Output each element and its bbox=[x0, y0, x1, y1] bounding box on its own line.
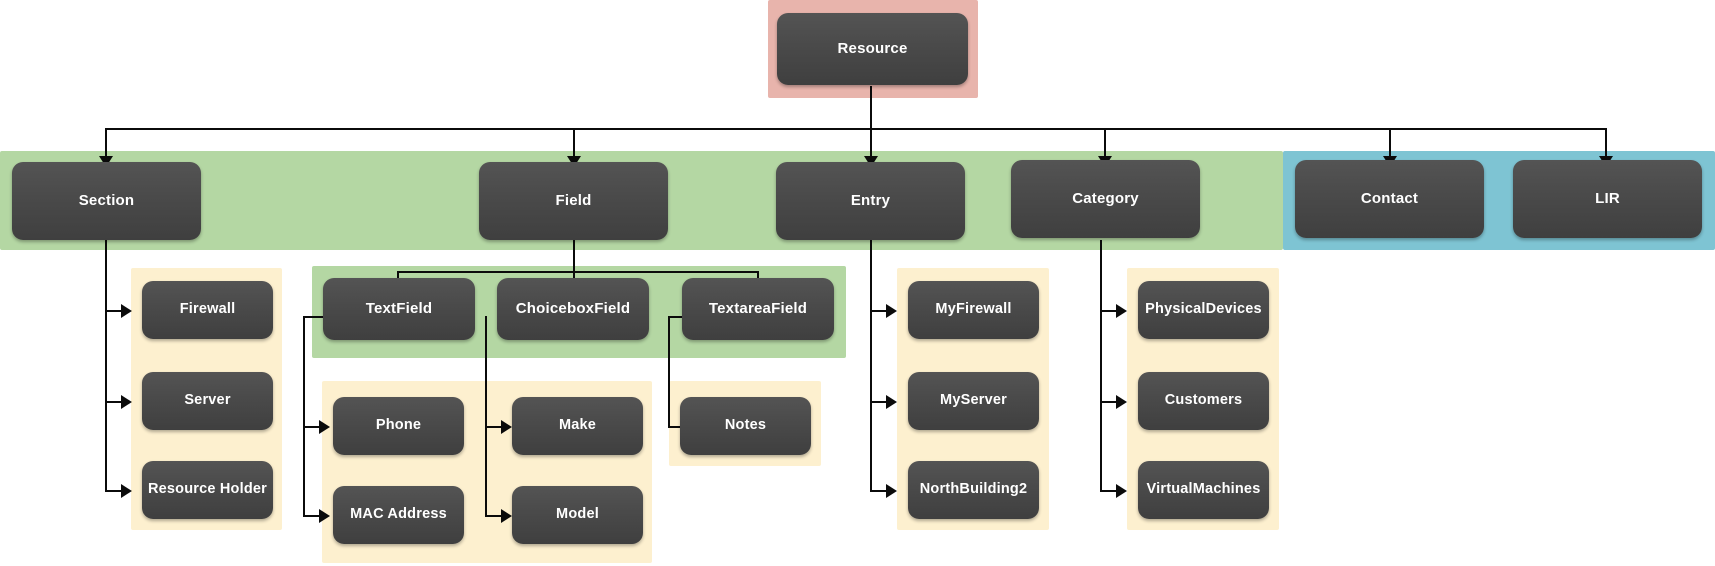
node-mac-address[interactable]: MAC Address bbox=[333, 486, 464, 544]
node-northbuilding2[interactable]: NorthBuilding2 bbox=[908, 461, 1039, 519]
node-category[interactable]: Category bbox=[1011, 160, 1200, 238]
edge-section-to-resource-holder bbox=[105, 490, 123, 492]
node-phone[interactable]: Phone bbox=[333, 397, 464, 455]
edge-textarea-to-notes bbox=[668, 426, 686, 428]
edge-choicebox-spine bbox=[485, 316, 487, 516]
edge-drop-entry bbox=[870, 128, 872, 158]
node-firewall[interactable]: Firewall bbox=[142, 281, 273, 339]
arrow-down-section bbox=[99, 156, 113, 167]
edge-field-trunk bbox=[573, 240, 575, 273]
edge-drop-lir bbox=[1605, 128, 1607, 158]
edge-field-bus bbox=[397, 271, 759, 273]
node-choiceboxfield[interactable]: ChoiceboxField bbox=[497, 278, 649, 340]
edge-drop-contact bbox=[1389, 128, 1391, 158]
node-textfield[interactable]: TextField bbox=[323, 278, 475, 340]
node-textareafield[interactable]: TextareaField bbox=[682, 278, 834, 340]
arrow-right-myserver bbox=[886, 395, 897, 409]
edge-drop-category bbox=[1104, 128, 1106, 158]
node-myfirewall[interactable]: MyFirewall bbox=[908, 281, 1039, 339]
node-myserver[interactable]: MyServer bbox=[908, 372, 1039, 430]
node-physicaldevices[interactable]: PhysicalDevices bbox=[1138, 281, 1269, 339]
edge-entry-to-myfirewall bbox=[870, 310, 888, 312]
edge-category-to-physicaldevices bbox=[1100, 310, 1118, 312]
node-virtualmachines[interactable]: VirtualMachines bbox=[1138, 461, 1269, 519]
node-server[interactable]: Server bbox=[142, 372, 273, 430]
edge-textfield-to-mac bbox=[303, 515, 321, 517]
edge-section-to-firewall bbox=[105, 310, 123, 312]
arrow-down-field bbox=[567, 156, 581, 167]
arrow-right-resource-holder bbox=[121, 484, 132, 498]
edge-resource-trunk bbox=[870, 86, 872, 130]
node-make[interactable]: Make bbox=[512, 397, 643, 455]
arrow-right-server bbox=[121, 395, 132, 409]
edge-category-to-virtualmachines bbox=[1100, 490, 1118, 492]
node-customers[interactable]: Customers bbox=[1138, 372, 1269, 430]
node-section[interactable]: Section bbox=[12, 162, 201, 240]
edge-category-spine bbox=[1100, 240, 1102, 491]
arrow-right-northbuilding2 bbox=[886, 484, 897, 498]
node-resource[interactable]: Resource bbox=[777, 13, 968, 85]
arrow-right-firewall bbox=[121, 304, 132, 318]
edge-section-to-server bbox=[105, 401, 123, 403]
arrow-right-model bbox=[501, 509, 512, 523]
edge-entry-spine bbox=[870, 240, 872, 491]
edge-drop-section bbox=[105, 128, 107, 158]
edge-category-to-customers bbox=[1100, 401, 1118, 403]
edge-textfield-spine bbox=[303, 316, 305, 516]
edge-textfield-to-phone bbox=[303, 426, 321, 428]
node-resource-holder[interactable]: Resource Holder bbox=[142, 461, 273, 519]
arrow-right-virtualmachines bbox=[1116, 484, 1127, 498]
node-field[interactable]: Field bbox=[479, 162, 668, 240]
edge-choicebox-to-model bbox=[485, 515, 503, 517]
edge-section-spine bbox=[105, 240, 107, 491]
edge-choicebox-to-make bbox=[485, 426, 503, 428]
arrow-right-physicaldevices bbox=[1116, 304, 1127, 318]
edge-entry-to-northbuilding2 bbox=[870, 490, 888, 492]
node-entry[interactable]: Entry bbox=[776, 162, 965, 240]
node-notes[interactable]: Notes bbox=[680, 397, 811, 455]
arrow-right-phone bbox=[319, 420, 330, 434]
node-model[interactable]: Model bbox=[512, 486, 643, 544]
arrow-right-make bbox=[501, 420, 512, 434]
arrow-right-customers bbox=[1116, 395, 1127, 409]
edge-textarea-spine bbox=[668, 316, 670, 426]
arrow-down-entry bbox=[864, 156, 878, 167]
edge-entry-to-myserver bbox=[870, 401, 888, 403]
node-contact[interactable]: Contact bbox=[1295, 160, 1484, 238]
arrow-right-myfirewall bbox=[886, 304, 897, 318]
edge-level1-bus bbox=[105, 128, 1606, 130]
arrow-right-mac-address bbox=[319, 509, 330, 523]
edge-drop-field bbox=[573, 128, 575, 158]
node-lir[interactable]: LIR bbox=[1513, 160, 1702, 238]
